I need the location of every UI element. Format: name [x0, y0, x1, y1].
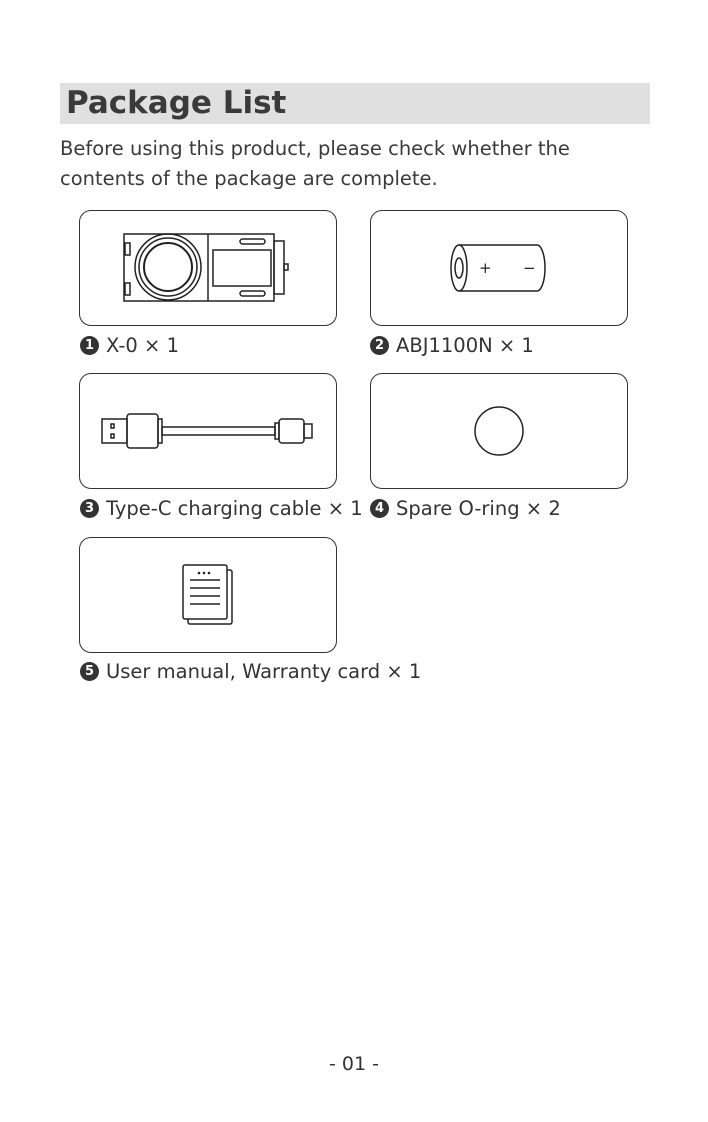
document-icon — [182, 564, 233, 625]
item-number: 1 — [80, 336, 99, 355]
item-label-5: 5 User manual, Warranty card × 1 — [80, 660, 421, 683]
page-title: Package List — [66, 85, 287, 121]
item-text: Spare O-ring × 2 — [396, 497, 561, 520]
item-box-battery: + − — [370, 210, 628, 326]
item-label-1: 1 X-0 × 1 — [80, 334, 179, 357]
o-ring-icon — [474, 406, 524, 456]
camera-icon — [123, 233, 289, 302]
plus-symbol: + — [479, 259, 492, 277]
item-label-2: 2 ABJ1100N × 1 — [370, 334, 534, 357]
item-number: 2 — [370, 336, 389, 355]
intro-text: Before using this product, please check … — [60, 137, 570, 190]
item-box-manual — [79, 537, 337, 653]
item-label-3: 3 Type-C charging cable × 1 — [80, 497, 363, 520]
item-label-4: 4 Spare O-ring × 2 — [370, 497, 561, 520]
item-number: 5 — [80, 662, 99, 681]
item-text: ABJ1100N × 1 — [396, 334, 534, 357]
title-bar: Package List — [60, 83, 650, 124]
item-box-camera — [79, 210, 337, 326]
page-number: - 01 - — [329, 1053, 379, 1075]
item-text: User manual, Warranty card × 1 — [106, 660, 422, 683]
item-box-cable — [79, 373, 337, 489]
item-box-oring — [370, 373, 628, 489]
minus-symbol: − — [523, 259, 536, 277]
item-number: 3 — [80, 499, 99, 518]
item-text: Type-C charging cable × 1 — [106, 497, 363, 520]
usb-cable-icon — [100, 413, 313, 449]
item-text: X-0 × 1 — [106, 334, 179, 357]
item-number: 4 — [370, 499, 389, 518]
battery-icon: + − — [450, 244, 546, 292]
